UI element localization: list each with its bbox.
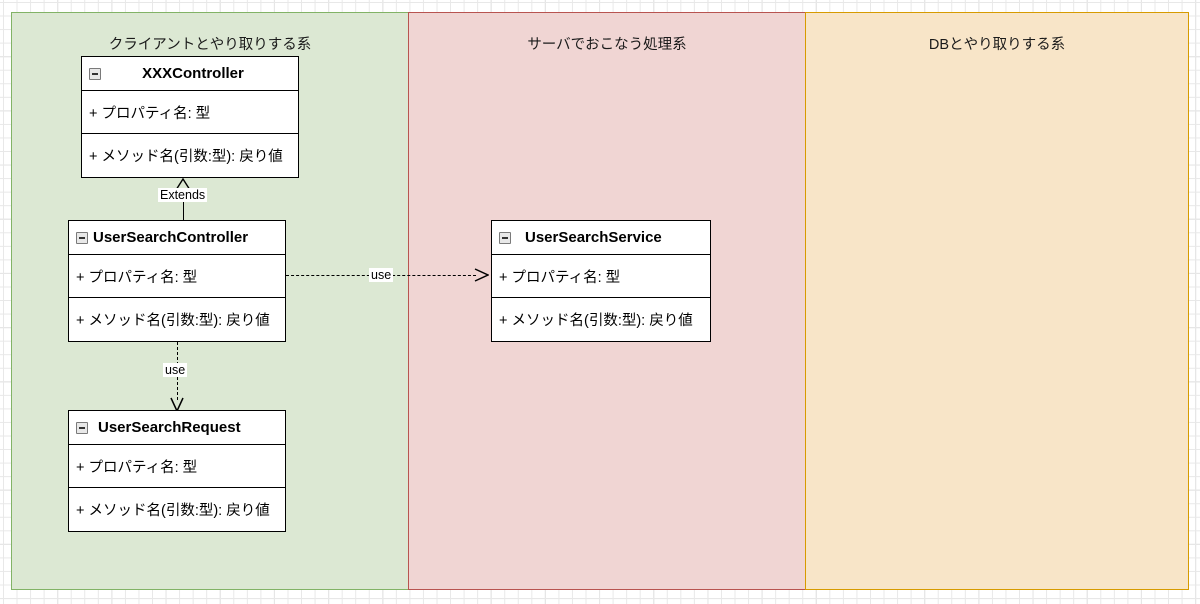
edge-use-service-arrowhead (474, 268, 489, 282)
class-property-row: + プロパティ名: 型 (492, 255, 710, 298)
edge-extends-label: Extends (158, 188, 208, 202)
edge-use-request-label: use (163, 363, 188, 377)
class-name: XXXController (142, 65, 244, 82)
edge-extends-arrowhead (175, 178, 191, 190)
swimlane-db-title: DBとやり取りする系 (928, 37, 1066, 53)
class-header: UserSearchService (492, 221, 710, 255)
class-header: UserSearchController (69, 221, 285, 255)
swimlane-client-title: クライアントとやり取りする系 (108, 37, 312, 53)
class-box-usersearchcontroller[interactable]: UserSearchController + プロパティ名: 型 + メソッド名… (68, 220, 286, 342)
class-header: UserSearchRequest (69, 411, 285, 445)
collapse-minus-icon[interactable] (499, 231, 511, 244)
collapse-minus-icon[interactable] (76, 231, 88, 244)
class-name: UserSearchRequest (98, 419, 241, 436)
swimlane-server[interactable]: サーバでおこなう処理系 (408, 12, 806, 590)
edge-extends-line[interactable] (183, 188, 184, 220)
edge-use-service-label: use (369, 268, 394, 282)
class-property-row: + プロパティ名: 型 (69, 255, 285, 298)
class-box-xxxcontroller[interactable]: XXXController + プロパティ名: 型 + メソッド名(引数:型):… (81, 56, 299, 178)
class-property-row: + プロパティ名: 型 (69, 445, 285, 488)
class-header: XXXController (82, 57, 298, 91)
class-name: UserSearchController (93, 229, 249, 246)
class-method-row: + メソッド名(引数:型): 戻り値 (499, 313, 693, 329)
class-method-row: + メソッド名(引数:型): 戻り値 (76, 313, 270, 329)
class-method-row: + メソッド名(引数:型): 戻り値 (76, 503, 270, 519)
class-property-row: + プロパティ名: 型 (82, 91, 298, 134)
class-method-row: + メソッド名(引数:型): 戻り値 (89, 149, 283, 165)
class-box-usersearchservice[interactable]: UserSearchService + プロパティ名: 型 + メソッド名(引数… (491, 220, 711, 342)
swimlane-server-title: サーバでおこなう処理系 (527, 37, 687, 53)
class-box-usersearchrequest[interactable]: UserSearchRequest + プロパティ名: 型 + メソッド名(引数… (68, 410, 286, 532)
collapse-minus-icon[interactable] (76, 421, 88, 434)
collapse-minus-icon[interactable] (89, 67, 101, 80)
swimlane-db[interactable]: DBとやり取りする系 (805, 12, 1189, 590)
class-name: UserSearchService (525, 229, 662, 246)
